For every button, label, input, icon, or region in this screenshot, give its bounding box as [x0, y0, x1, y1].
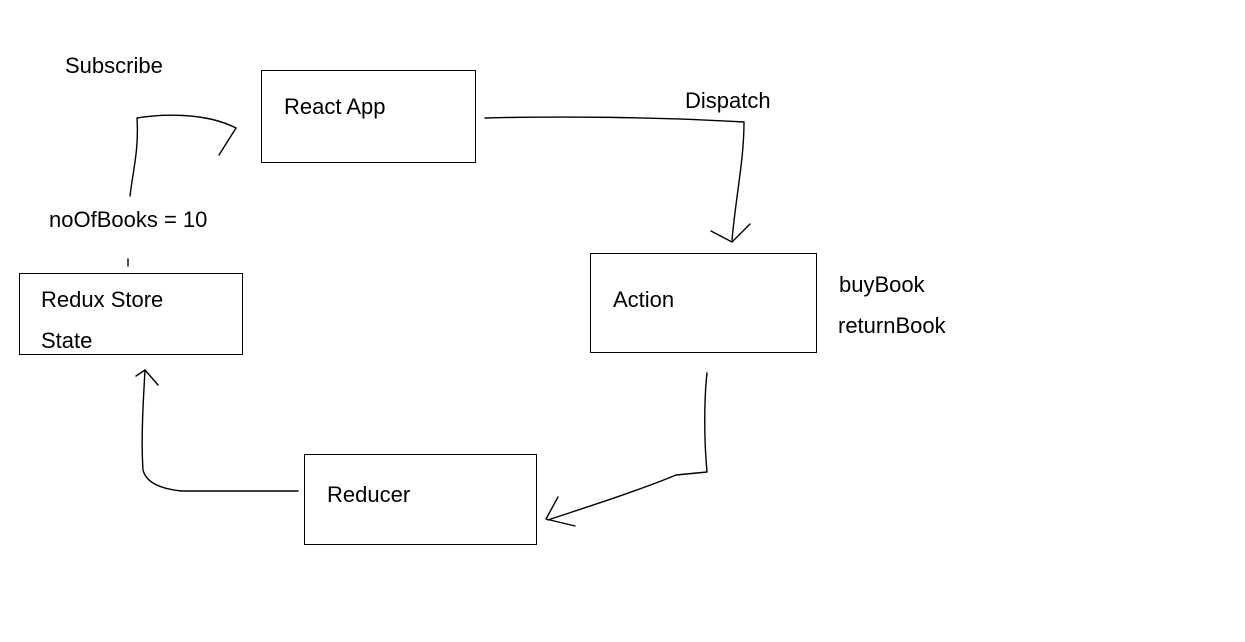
redux-store-box: Redux Store State: [19, 273, 243, 355]
react-app-box: React App: [261, 70, 476, 163]
action-to-reducer-arrowhead: [545, 496, 576, 527]
reducer-to-store-arrow: [141, 369, 299, 492]
subscribe-arrowhead: [218, 127, 237, 156]
action-type-buybook: buyBook: [839, 272, 925, 297]
action-label: Action: [613, 287, 675, 312]
redux-store-label: Redux Store: [41, 287, 164, 312]
action-type-returnbook: returnBook: [838, 313, 946, 338]
subscribe-label: Subscribe: [65, 53, 163, 78]
action-to-reducer-arrow: [547, 372, 708, 521]
action-box: Action: [590, 253, 817, 353]
state-value-label: noOfBooks = 10: [49, 207, 208, 232]
reducer-box: Reducer: [304, 454, 537, 545]
react-app-label: React App: [284, 94, 386, 119]
dispatch-label: Dispatch: [685, 88, 771, 113]
dispatch-arrow: [484, 116, 745, 241]
reducer-to-store-arrowhead: [135, 369, 159, 386]
subscribe-arrow: [129, 114, 237, 197]
dispatch-arrowhead: [710, 223, 751, 243]
reducer-label: Reducer: [327, 482, 411, 507]
redux-state-label: State: [41, 328, 93, 353]
